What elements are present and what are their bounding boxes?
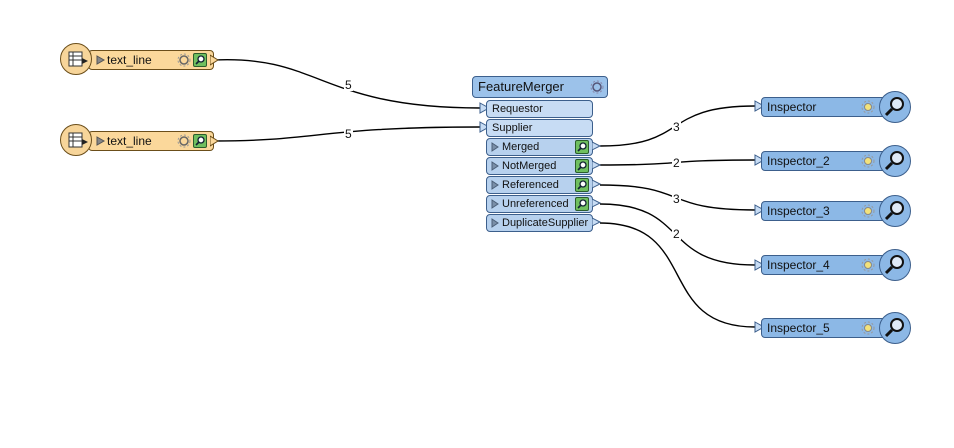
port-label: DuplicateSupplier	[502, 217, 589, 229]
arrow-requestor	[479, 102, 491, 114]
expand-triangle-icon[interactable]	[491, 161, 499, 171]
expand-triangle-icon[interactable]	[491, 199, 499, 209]
output-port-merged[interactable]: Merged	[486, 138, 593, 156]
inspector-circle[interactable]	[879, 249, 911, 281]
output-port-arrow[interactable]	[210, 54, 220, 66]
expand-triangle-icon[interactable]	[491, 180, 499, 190]
magnifier-icon	[884, 201, 904, 221]
output-port-arrow[interactable]	[210, 135, 220, 147]
output-arrows	[592, 141, 602, 227]
port-label: NotMerged	[502, 160, 557, 172]
gear-icon[interactable]	[177, 53, 191, 67]
count-notmerged-inspector-2: 2	[672, 156, 681, 170]
arrow-supplier	[479, 121, 491, 133]
inspector-circle[interactable]	[879, 145, 911, 177]
inspector-circle[interactable]	[879, 312, 911, 344]
output-port-referenced[interactable]: Referenced	[486, 176, 593, 194]
gear-icon[interactable]	[590, 80, 604, 94]
arrow-inspector-2	[754, 154, 766, 166]
count-unreferenced-inspector-4: 2	[672, 227, 681, 241]
settings-icon[interactable]	[861, 204, 875, 218]
port-label: Requestor	[492, 103, 543, 115]
inspect-icon[interactable]	[575, 197, 589, 211]
arrow-inspector-5	[754, 321, 766, 333]
count-reader2-supplier: 5	[344, 127, 353, 141]
settings-icon[interactable]	[861, 100, 875, 114]
input-port-requestor[interactable]: Requestor	[486, 100, 593, 118]
expand-triangle-icon[interactable]	[96, 55, 106, 65]
gear-icon[interactable]	[177, 134, 191, 148]
port-label: Referenced	[502, 179, 559, 191]
settings-icon[interactable]	[861, 154, 875, 168]
magnifier-icon	[884, 255, 904, 275]
inspector-label: Inspector_4	[767, 258, 830, 272]
connection-duplicatesupplier-inspector-5	[599, 222, 756, 328]
inspector-label: Inspector_5	[767, 321, 830, 335]
output-port-unreferenced[interactable]: Unreferenced	[486, 195, 593, 213]
inspect-icon[interactable]	[575, 178, 589, 192]
inspect-icon[interactable]	[193, 134, 207, 148]
port-label: Merged	[502, 141, 540, 153]
magnifier-icon	[884, 97, 904, 117]
reader-label: text_line	[107, 134, 152, 148]
port-label: Unreferenced	[502, 198, 569, 210]
count-merged-inspector: 3	[672, 120, 681, 134]
featuremerger-title: FeatureMerger	[478, 79, 564, 94]
settings-icon[interactable]	[861, 258, 875, 272]
input-port-supplier[interactable]: Supplier	[486, 119, 593, 137]
inspect-icon[interactable]	[193, 53, 207, 67]
count-referenced-inspector-3: 3	[672, 192, 681, 206]
arrow-inspector	[754, 100, 766, 112]
arrow-inspector-4	[754, 259, 766, 271]
count-reader1-requestor: 5	[344, 78, 353, 92]
table-reader-icon	[68, 132, 88, 148]
inspect-icon[interactable]	[575, 140, 589, 154]
reader-label: text_line	[107, 53, 152, 67]
inspector-label: Inspector	[767, 100, 817, 114]
connection-reader1-requestor	[213, 58, 481, 109]
inspect-icon[interactable]	[575, 159, 589, 173]
output-port-duplicatesupplier[interactable]: DuplicateSupplier	[486, 214, 593, 232]
magnifier-icon	[884, 318, 904, 338]
table-reader-icon	[68, 51, 88, 67]
reader-circle[interactable]	[60, 43, 92, 75]
reader-circle[interactable]	[60, 124, 92, 156]
inspector-label: Inspector_2	[767, 154, 830, 168]
expand-triangle-icon[interactable]	[491, 142, 499, 152]
settings-icon[interactable]	[861, 321, 875, 335]
inspector-circle[interactable]	[879, 195, 911, 227]
output-port-notmerged[interactable]: NotMerged	[486, 157, 593, 175]
port-label: Supplier	[492, 122, 533, 134]
arrow-inspector-3	[754, 204, 766, 216]
featuremerger-title-bar[interactable]: FeatureMerger	[472, 76, 608, 98]
connection-reader2-supplier	[213, 126, 481, 142]
inspector-label: Inspector_3	[767, 204, 830, 218]
expand-triangle-icon[interactable]	[491, 218, 499, 228]
expand-triangle-icon[interactable]	[96, 136, 106, 146]
inspector-circle[interactable]	[879, 91, 911, 123]
magnifier-icon	[884, 151, 904, 171]
